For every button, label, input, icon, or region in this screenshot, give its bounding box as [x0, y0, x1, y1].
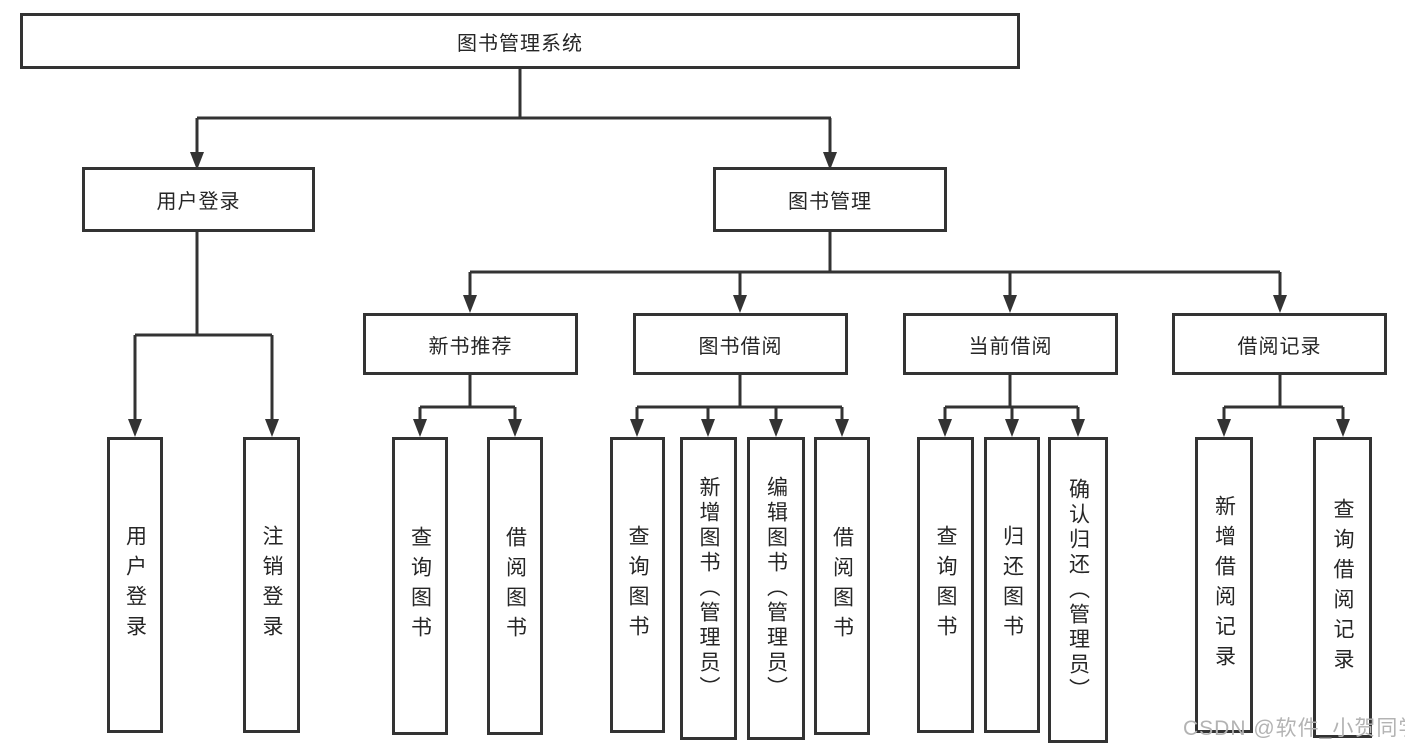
leaf-query-book-borrow-label: 查询图书 — [626, 525, 649, 645]
leaf-query-borrow-record: 查询借阅记录 — [1313, 437, 1372, 738]
leaf-borrow-book-borrow: 借阅图书 — [814, 437, 870, 735]
node-book-borrow: 图书借阅 — [633, 313, 848, 375]
leaf-query-book-current-label: 查询图书 — [934, 525, 957, 645]
node-library-system-label: 图书管理系统 — [457, 32, 583, 55]
leaf-add-book-admin-label: 新增图书（管理员） — [697, 476, 720, 701]
leaf-edit-book-admin: 编辑图书（管理员） — [747, 437, 805, 740]
node-current-borrow-label: 当前借阅 — [968, 335, 1053, 358]
node-new-book-recommend: 新书推荐 — [363, 313, 578, 375]
leaf-add-book-admin: 新增图书（管理员） — [680, 437, 737, 740]
leaf-user-login: 用户登录 — [107, 437, 163, 733]
node-current-borrow: 当前借阅 — [903, 313, 1118, 375]
leaf-logout-label: 注销登录 — [260, 525, 283, 645]
leaf-add-borrow-record: 新增借阅记录 — [1195, 437, 1253, 733]
node-user-login-label: 用户登录 — [156, 191, 241, 213]
node-borrow-record: 借阅记录 — [1172, 313, 1387, 375]
leaf-confirm-return-admin-label: 确认归还（管理员） — [1066, 477, 1090, 703]
node-book-borrow-label: 图书借阅 — [698, 335, 783, 358]
node-book-management: 图书管理 — [713, 167, 947, 232]
leaf-return-book-label: 归还图书 — [1000, 525, 1024, 645]
leaf-user-login-label: 用户登录 — [123, 525, 147, 645]
leaf-add-borrow-record-label: 新增借阅记录 — [1212, 495, 1236, 675]
leaf-return-book: 归还图书 — [984, 437, 1040, 733]
leaf-logout: 注销登录 — [243, 437, 300, 733]
node-book-management-label: 图书管理 — [788, 191, 872, 213]
leaf-borrow-book-newbook: 借阅图书 — [487, 437, 543, 735]
node-borrow-record-label: 借阅记录 — [1237, 335, 1322, 358]
watermark: CSDN @软件_小贺同学 — [1183, 717, 1405, 740]
leaf-query-book-newbook-label: 查询图书 — [408, 526, 432, 646]
leaf-query-book-newbook: 查询图书 — [392, 437, 448, 735]
node-library-system: 图书管理系统 — [20, 13, 1020, 69]
node-new-book-recommend-label: 新书推荐 — [428, 335, 513, 358]
leaf-query-book-current: 查询图书 — [917, 437, 974, 733]
leaf-borrow-book-borrow-label: 借阅图书 — [830, 526, 854, 646]
leaf-query-borrow-record-label: 查询借阅记录 — [1331, 497, 1354, 678]
node-user-login: 用户登录 — [82, 167, 315, 232]
leaf-confirm-return-admin: 确认归还（管理员） — [1048, 437, 1108, 743]
leaf-edit-book-admin-label: 编辑图书（管理员） — [764, 476, 788, 701]
leaf-borrow-book-newbook-label: 借阅图书 — [503, 526, 527, 646]
leaf-query-book-borrow: 查询图书 — [610, 437, 665, 733]
arrowheads — [128, 152, 1350, 437]
